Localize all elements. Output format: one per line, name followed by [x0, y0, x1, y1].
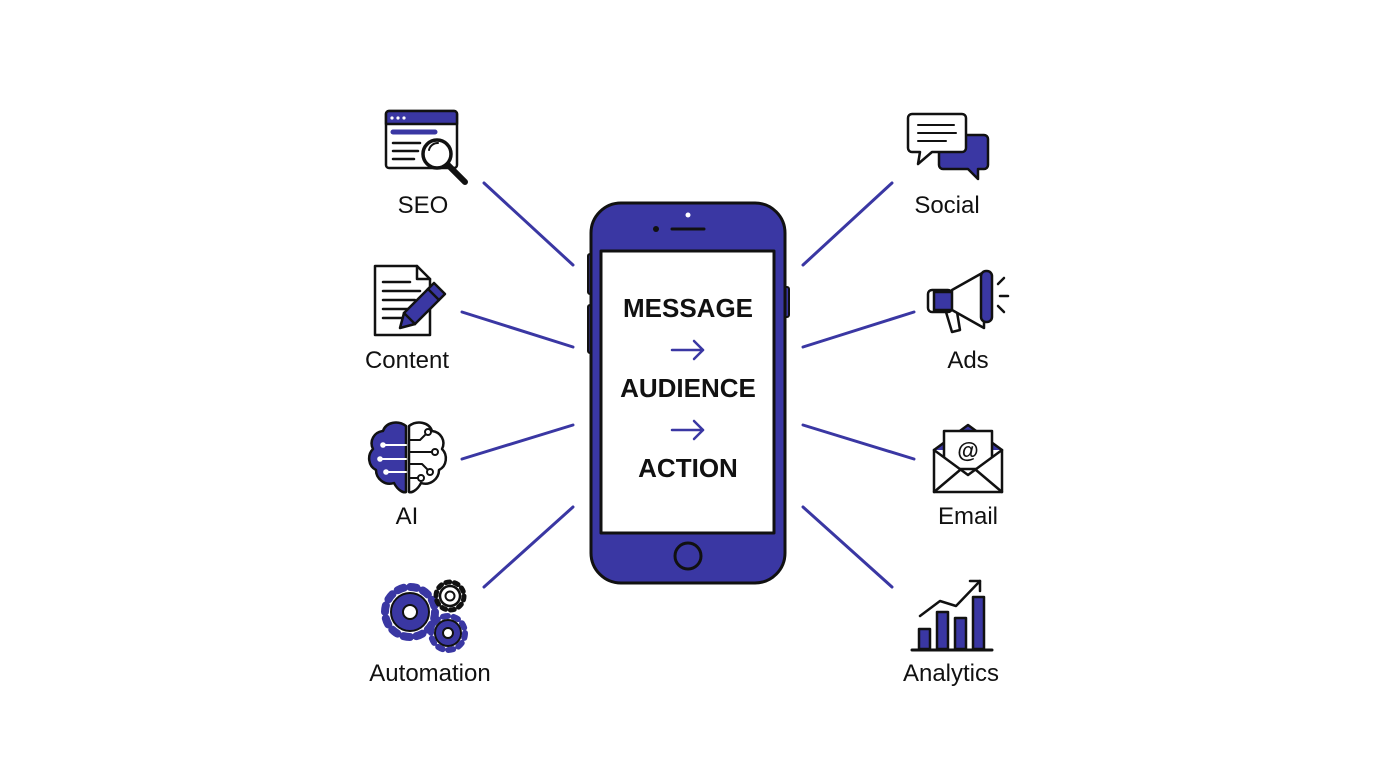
gears-icon [381, 579, 468, 653]
seo-browser-magnifier-icon [384, 109, 468, 185]
connector-ai [460, 423, 575, 461]
chat-bubbles-icon [906, 112, 990, 181]
phone-line-audience: AUDIENCE [620, 373, 756, 403]
phone-line-message: MESSAGE [622, 293, 754, 323]
phone-screen [599, 249, 776, 535]
smartphone [587, 201, 790, 585]
envelope-at-icon: @ [932, 423, 1004, 494]
channel-label-ai: AI [395, 503, 419, 530]
phone-home-button [673, 541, 703, 571]
connector-social [801, 181, 894, 267]
megaphone-icon [926, 269, 1010, 334]
connector-content [460, 310, 575, 349]
document-pencil-icon [373, 264, 447, 337]
bar-chart-trend-icon [910, 579, 994, 652]
phone-line-action: ACTION [638, 453, 738, 483]
arrow-right-icon [670, 339, 705, 361]
channel-label-automation: Automation [369, 660, 491, 687]
channel-label-social: Social [914, 192, 980, 219]
channel-label-content: Content [364, 347, 450, 374]
arrow-right-icon [670, 419, 705, 441]
connector-email [801, 423, 916, 461]
connector-ads [801, 310, 916, 349]
svg-text:@: @ [957, 438, 978, 463]
connector-seo [482, 181, 575, 267]
channel-label-seo: SEO [397, 192, 449, 219]
connector-analytics [801, 505, 894, 589]
brain-circuit-icon [367, 421, 448, 494]
phone-camera [653, 226, 659, 232]
channel-label-analytics: Analytics [902, 660, 1000, 687]
channel-label-ads: Ads [947, 347, 989, 374]
connector-lines [460, 181, 916, 589]
channel-label-email: Email [937, 503, 999, 530]
connector-automation [482, 505, 575, 589]
